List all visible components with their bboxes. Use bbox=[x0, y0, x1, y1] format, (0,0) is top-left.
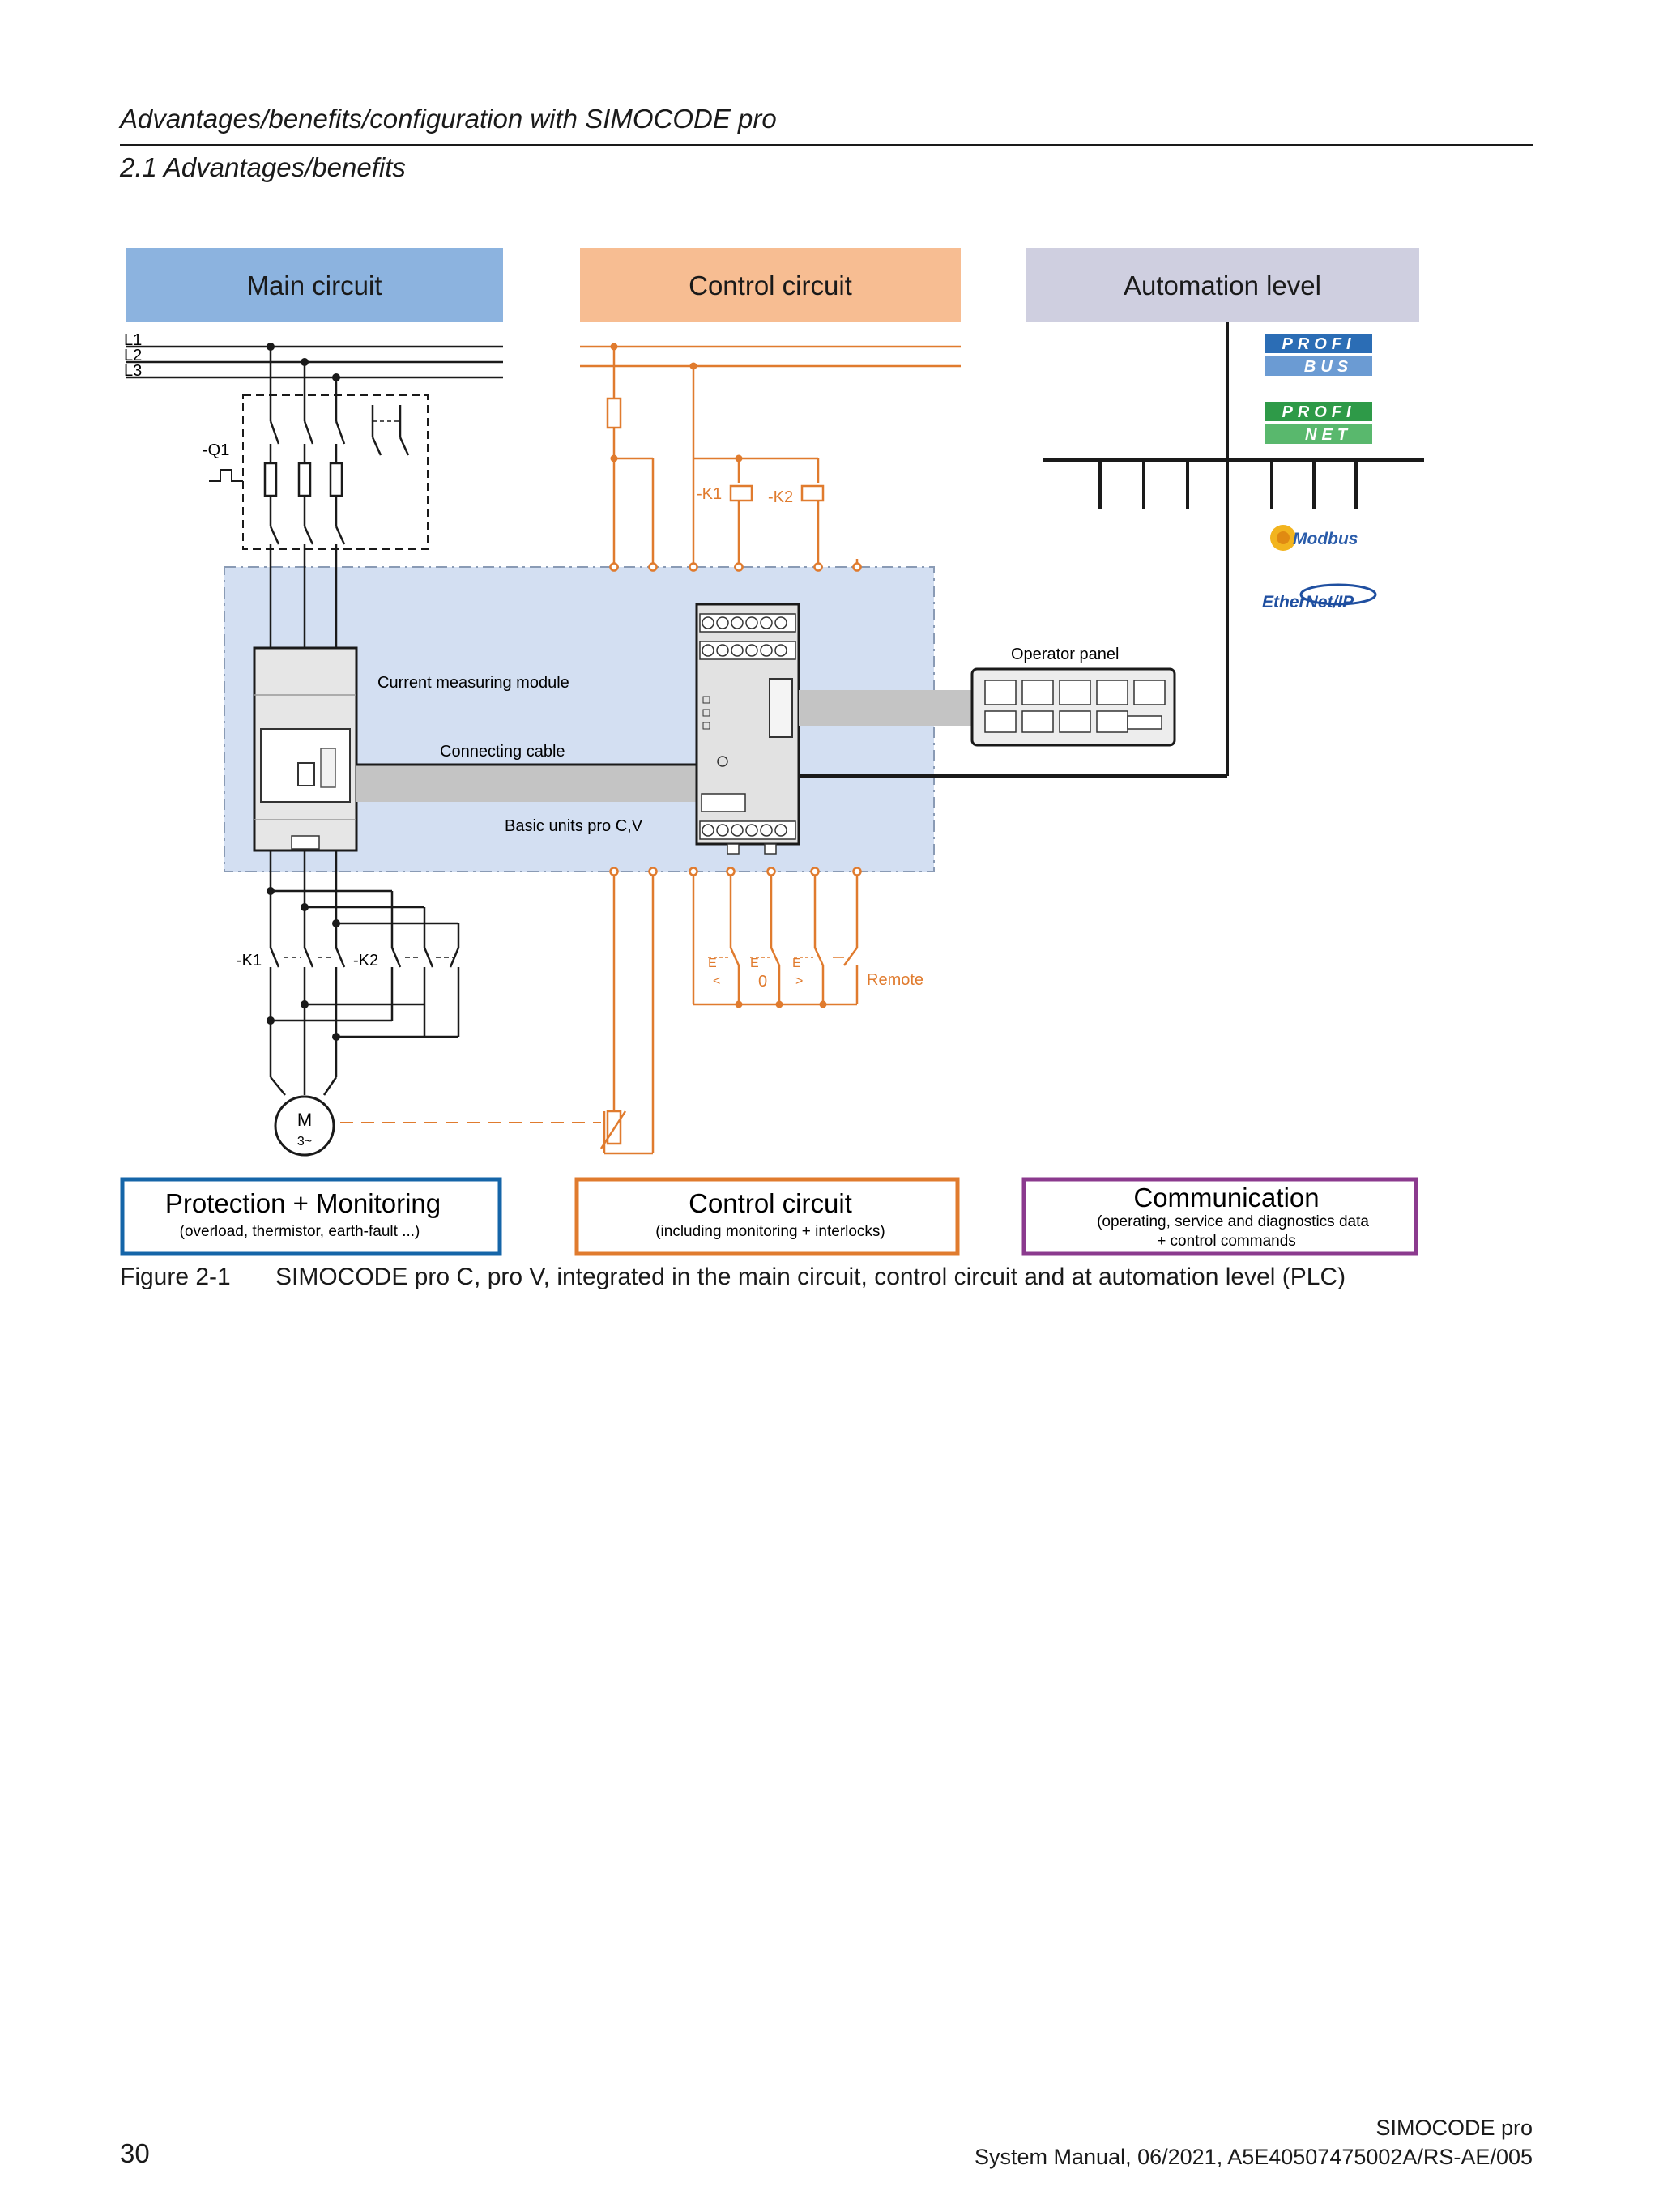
q1-trip-symbol bbox=[209, 469, 243, 482]
profinet-top-text: PROFI bbox=[1282, 403, 1355, 421]
profibus-logo: PROFI BUS bbox=[1265, 334, 1372, 376]
k2-coil-label: -K2 bbox=[768, 488, 793, 506]
busbars bbox=[126, 345, 503, 379]
profibus-top-text: PROFI bbox=[1282, 335, 1355, 353]
figure-number: Figure 2-1 bbox=[120, 1264, 231, 1290]
control-circuit-terminals bbox=[609, 562, 862, 876]
remote-label: Remote bbox=[867, 971, 923, 989]
profinet-bottom-text: NET bbox=[1305, 426, 1352, 444]
control-circuit-junctions bbox=[610, 343, 827, 1008]
footer-doc-title: SIMOCODE pro bbox=[1375, 2116, 1533, 2140]
switch-zero-label: 0 bbox=[758, 973, 767, 991]
comm-sub-2: + control commands bbox=[1157, 1233, 1296, 1250]
motor-phase-label: 3~ bbox=[297, 1135, 312, 1149]
modbus-logo: Modbus bbox=[1270, 525, 1358, 551]
protection-monitoring-box: Protection + Monitoring (overload, therm… bbox=[120, 1177, 502, 1256]
control-circuit-header: Control circuit bbox=[580, 248, 961, 322]
basic-units-label: Basic units pro C,V bbox=[505, 817, 643, 835]
automation-bus bbox=[799, 322, 1424, 778]
control-circuit-box: Control circuit (including monitoring + … bbox=[574, 1177, 960, 1256]
motor: M 3~ bbox=[274, 1095, 335, 1157]
control-circuit-header-label: Control circuit bbox=[689, 271, 852, 300]
main-circuit-header-label: Main circuit bbox=[247, 271, 382, 300]
switch-right-label: > bbox=[795, 974, 803, 988]
basic-unit bbox=[695, 603, 800, 855]
operator-panel-cable bbox=[799, 690, 972, 726]
footer-doc-ref: System Manual, 06/2021, A5E40507475002A/… bbox=[975, 2145, 1533, 2169]
subsection-title: 2.1 Advantages/benefits bbox=[120, 152, 406, 182]
profibus-bottom-text: BUS bbox=[1304, 358, 1353, 376]
ethernetip-text: EtherNet/IP bbox=[1262, 593, 1354, 612]
contactor-junctions bbox=[267, 887, 340, 1041]
figure-caption-text: SIMOCODE pro C, pro V, integrated in the… bbox=[275, 1264, 1346, 1290]
contactor-wiring bbox=[269, 850, 460, 1096]
connecting-cable bbox=[356, 765, 697, 802]
q1-circuit-breaker bbox=[242, 347, 429, 648]
switch-e3-label: E bbox=[792, 957, 801, 970]
line-l3-label: L3 bbox=[124, 362, 142, 380]
switch-e2-label: E bbox=[750, 957, 759, 970]
operator-panel bbox=[970, 667, 1176, 747]
header-rule bbox=[120, 144, 1533, 146]
protection-sub: (overload, thermistor, earth-fault ...) bbox=[180, 1223, 420, 1240]
section-title: Advantages/benefits/configuration with S… bbox=[120, 104, 777, 134]
comm-title: Communication bbox=[1133, 1183, 1319, 1213]
current-measuring-module-label: Current measuring module bbox=[377, 674, 569, 692]
main-circuit-header: Main circuit bbox=[126, 248, 503, 322]
line-l2-label: L2 bbox=[124, 347, 142, 364]
k2-contacts-label: -K2 bbox=[353, 952, 378, 970]
switch-e1-label: E bbox=[708, 957, 717, 970]
page-number: 30 bbox=[120, 2138, 150, 2168]
modbus-text: Modbus bbox=[1293, 530, 1358, 548]
protection-title: Protection + Monitoring bbox=[165, 1188, 441, 1218]
figure-caption: Figure 2-1 SIMOCODE pro C, pro V, integra… bbox=[120, 1264, 1346, 1291]
automation-level-header: Automation level bbox=[1026, 248, 1419, 322]
switch-left-label: < bbox=[713, 974, 720, 988]
control-circuit-wiring bbox=[340, 345, 961, 1155]
k1-coil-label: -K1 bbox=[697, 485, 722, 503]
ethernetip-logo: EtherNet/IP bbox=[1262, 583, 1377, 612]
busbar-junctions bbox=[267, 343, 340, 381]
automation-level-header-label: Automation level bbox=[1124, 271, 1321, 300]
connecting-cable-label: Connecting cable bbox=[440, 743, 565, 761]
line-l1-label: L1 bbox=[124, 331, 142, 349]
control-box-title: Control circuit bbox=[689, 1188, 852, 1218]
k1-contacts-label: -K1 bbox=[237, 952, 262, 970]
figure-diagram: Main circuit Control circuit Automation … bbox=[120, 248, 1424, 1256]
operator-panel-label: Operator panel bbox=[1011, 646, 1119, 663]
control-box-sub: (including monitoring + interlocks) bbox=[655, 1223, 885, 1240]
motor-label: M bbox=[297, 1110, 312, 1130]
q1-label: -Q1 bbox=[203, 441, 229, 459]
communication-box: Communication (operating, service and di… bbox=[1021, 1177, 1418, 1256]
current-measuring-module bbox=[253, 646, 358, 852]
profinet-logo: PROFI NET bbox=[1265, 402, 1372, 444]
comm-sub-1: (operating, service and diagnostics data bbox=[1097, 1213, 1369, 1230]
